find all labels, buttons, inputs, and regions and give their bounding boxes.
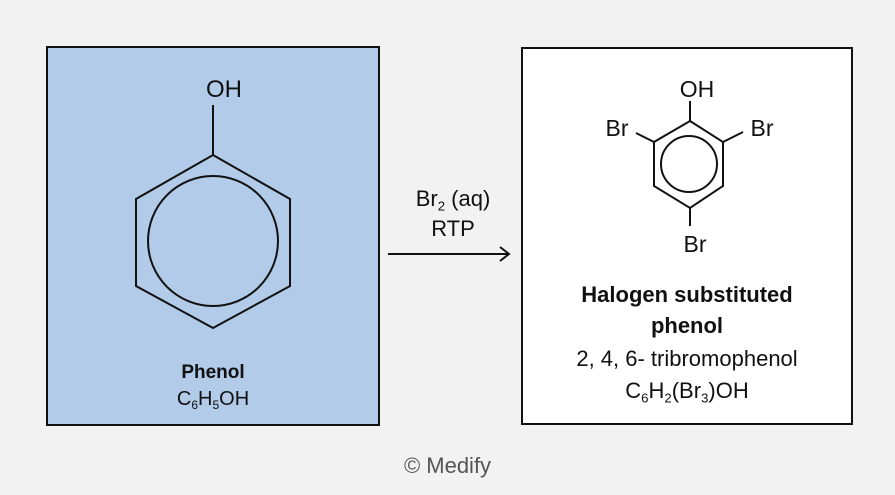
formula-subscript: 5 bbox=[212, 398, 220, 413]
phenol-ring-circle bbox=[147, 175, 279, 307]
product-name-line1: Halogen substituted bbox=[581, 282, 793, 307]
product-name-line2: phenol bbox=[650, 313, 724, 338]
formula-part: OH bbox=[219, 388, 250, 410]
copyright-notice: © Medify bbox=[403, 453, 492, 478]
reagent-label: Br2 (aq) bbox=[388, 186, 518, 214]
formula-subscript: 6 bbox=[641, 390, 649, 406]
reagent-subscript: 2 bbox=[437, 198, 446, 214]
condition-label: RTP bbox=[431, 216, 475, 241]
product-br-right-bond bbox=[722, 131, 744, 143]
reactant-formula: C6H5OH bbox=[46, 388, 380, 411]
product-ring-circle bbox=[660, 135, 718, 193]
formula-part: H bbox=[198, 388, 213, 410]
formula-part: C bbox=[625, 378, 642, 403]
formula-subscript: 2 bbox=[664, 390, 672, 406]
formula-part: )OH bbox=[708, 378, 749, 403]
phenol-ring-hexagon bbox=[135, 153, 291, 330]
reagent-state: (aq) bbox=[445, 186, 491, 211]
reagent-symbol: Br bbox=[415, 186, 438, 211]
formula-subscript: 6 bbox=[191, 398, 198, 413]
phenol-oh-label: OH bbox=[206, 76, 242, 103]
tribromophenol-structure bbox=[635, 101, 744, 226]
product-oh-label: OH bbox=[680, 76, 715, 102]
product-iupac-name: 2, 4, 6- tribromophenol bbox=[576, 346, 798, 371]
formula-part: C bbox=[176, 388, 192, 410]
product-br-right-label: Br bbox=[751, 115, 774, 141]
product-br-left-bond bbox=[635, 132, 655, 143]
formula-part: H bbox=[648, 378, 665, 403]
reactant-name: Phenol bbox=[181, 362, 245, 383]
right-arrow-icon bbox=[388, 246, 511, 262]
product-br-left-label: Br bbox=[606, 115, 629, 141]
formula-subscript: 3 bbox=[701, 390, 709, 406]
phenol-structure bbox=[135, 105, 291, 330]
formula-part: (Br bbox=[671, 378, 702, 403]
product-br-bottom-label: Br bbox=[684, 231, 707, 257]
product-ring-hexagon bbox=[653, 119, 724, 210]
product-box bbox=[521, 47, 853, 425]
product-formula: C6H2(Br3)OH bbox=[521, 378, 853, 406]
